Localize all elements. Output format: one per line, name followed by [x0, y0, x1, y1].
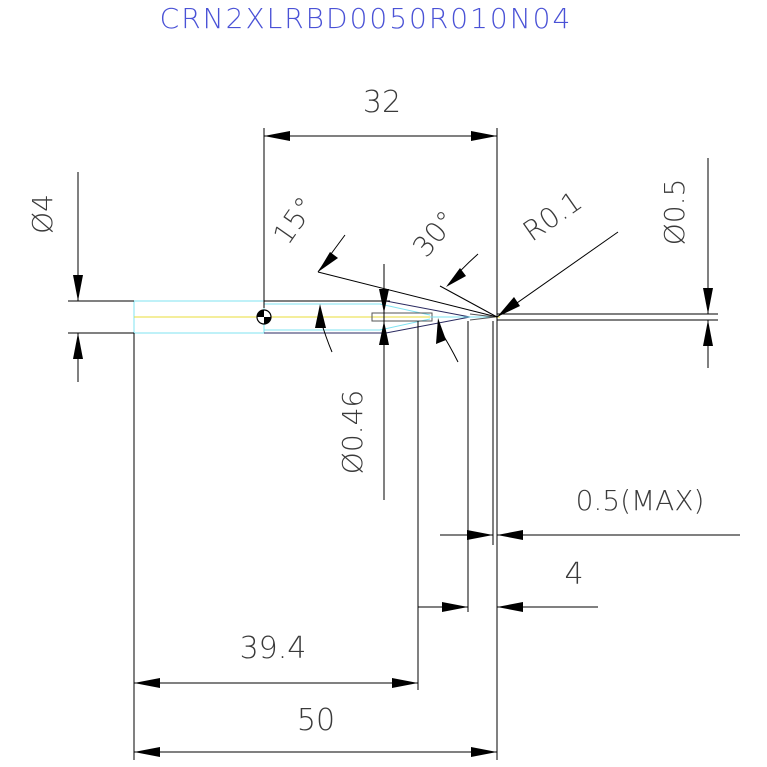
extension-lines — [68, 128, 718, 760]
dim-0-5-max-label: 0.5(MAX) — [576, 484, 705, 517]
dim-32-label: 32 — [363, 85, 401, 120]
dim-angle-15-label: 15° — [266, 191, 322, 251]
drawing-title: CRN2XLRBD0050R010N04 — [160, 2, 573, 35]
dim-r0-1-label: R0.1 — [517, 184, 588, 248]
dim-39-4-label: 39.4 — [240, 631, 307, 666]
dim-32: 32 — [264, 85, 497, 141]
dim-0-5-max: 0.5(MAX) — [440, 484, 740, 540]
dim-dia-0-46: Ø0.46 — [336, 289, 389, 474]
dim-4: 4 — [418, 557, 598, 612]
dim-dia-4-label: Ø4 — [26, 194, 59, 234]
dim-angle-30: 30° — [406, 204, 498, 363]
dim-r0-1: R0.1 — [496, 184, 619, 318]
dim-50-label: 50 — [297, 703, 335, 738]
dim-4-label: 4 — [564, 557, 583, 592]
tool-body — [133, 300, 500, 334]
dim-dia-0-5-label: Ø0.5 — [658, 179, 691, 246]
dim-angle-30-label: 30° — [406, 204, 463, 263]
dim-dia-0-5: Ø0.5 — [658, 158, 713, 368]
tool-neck-inner — [264, 303, 431, 331]
dim-dia-4: Ø4 — [26, 172, 83, 382]
dim-50: 50 — [134, 703, 497, 757]
dim-dia-0-46-label: Ø0.46 — [336, 390, 369, 474]
dim-39-4: 39.4 — [134, 631, 418, 688]
